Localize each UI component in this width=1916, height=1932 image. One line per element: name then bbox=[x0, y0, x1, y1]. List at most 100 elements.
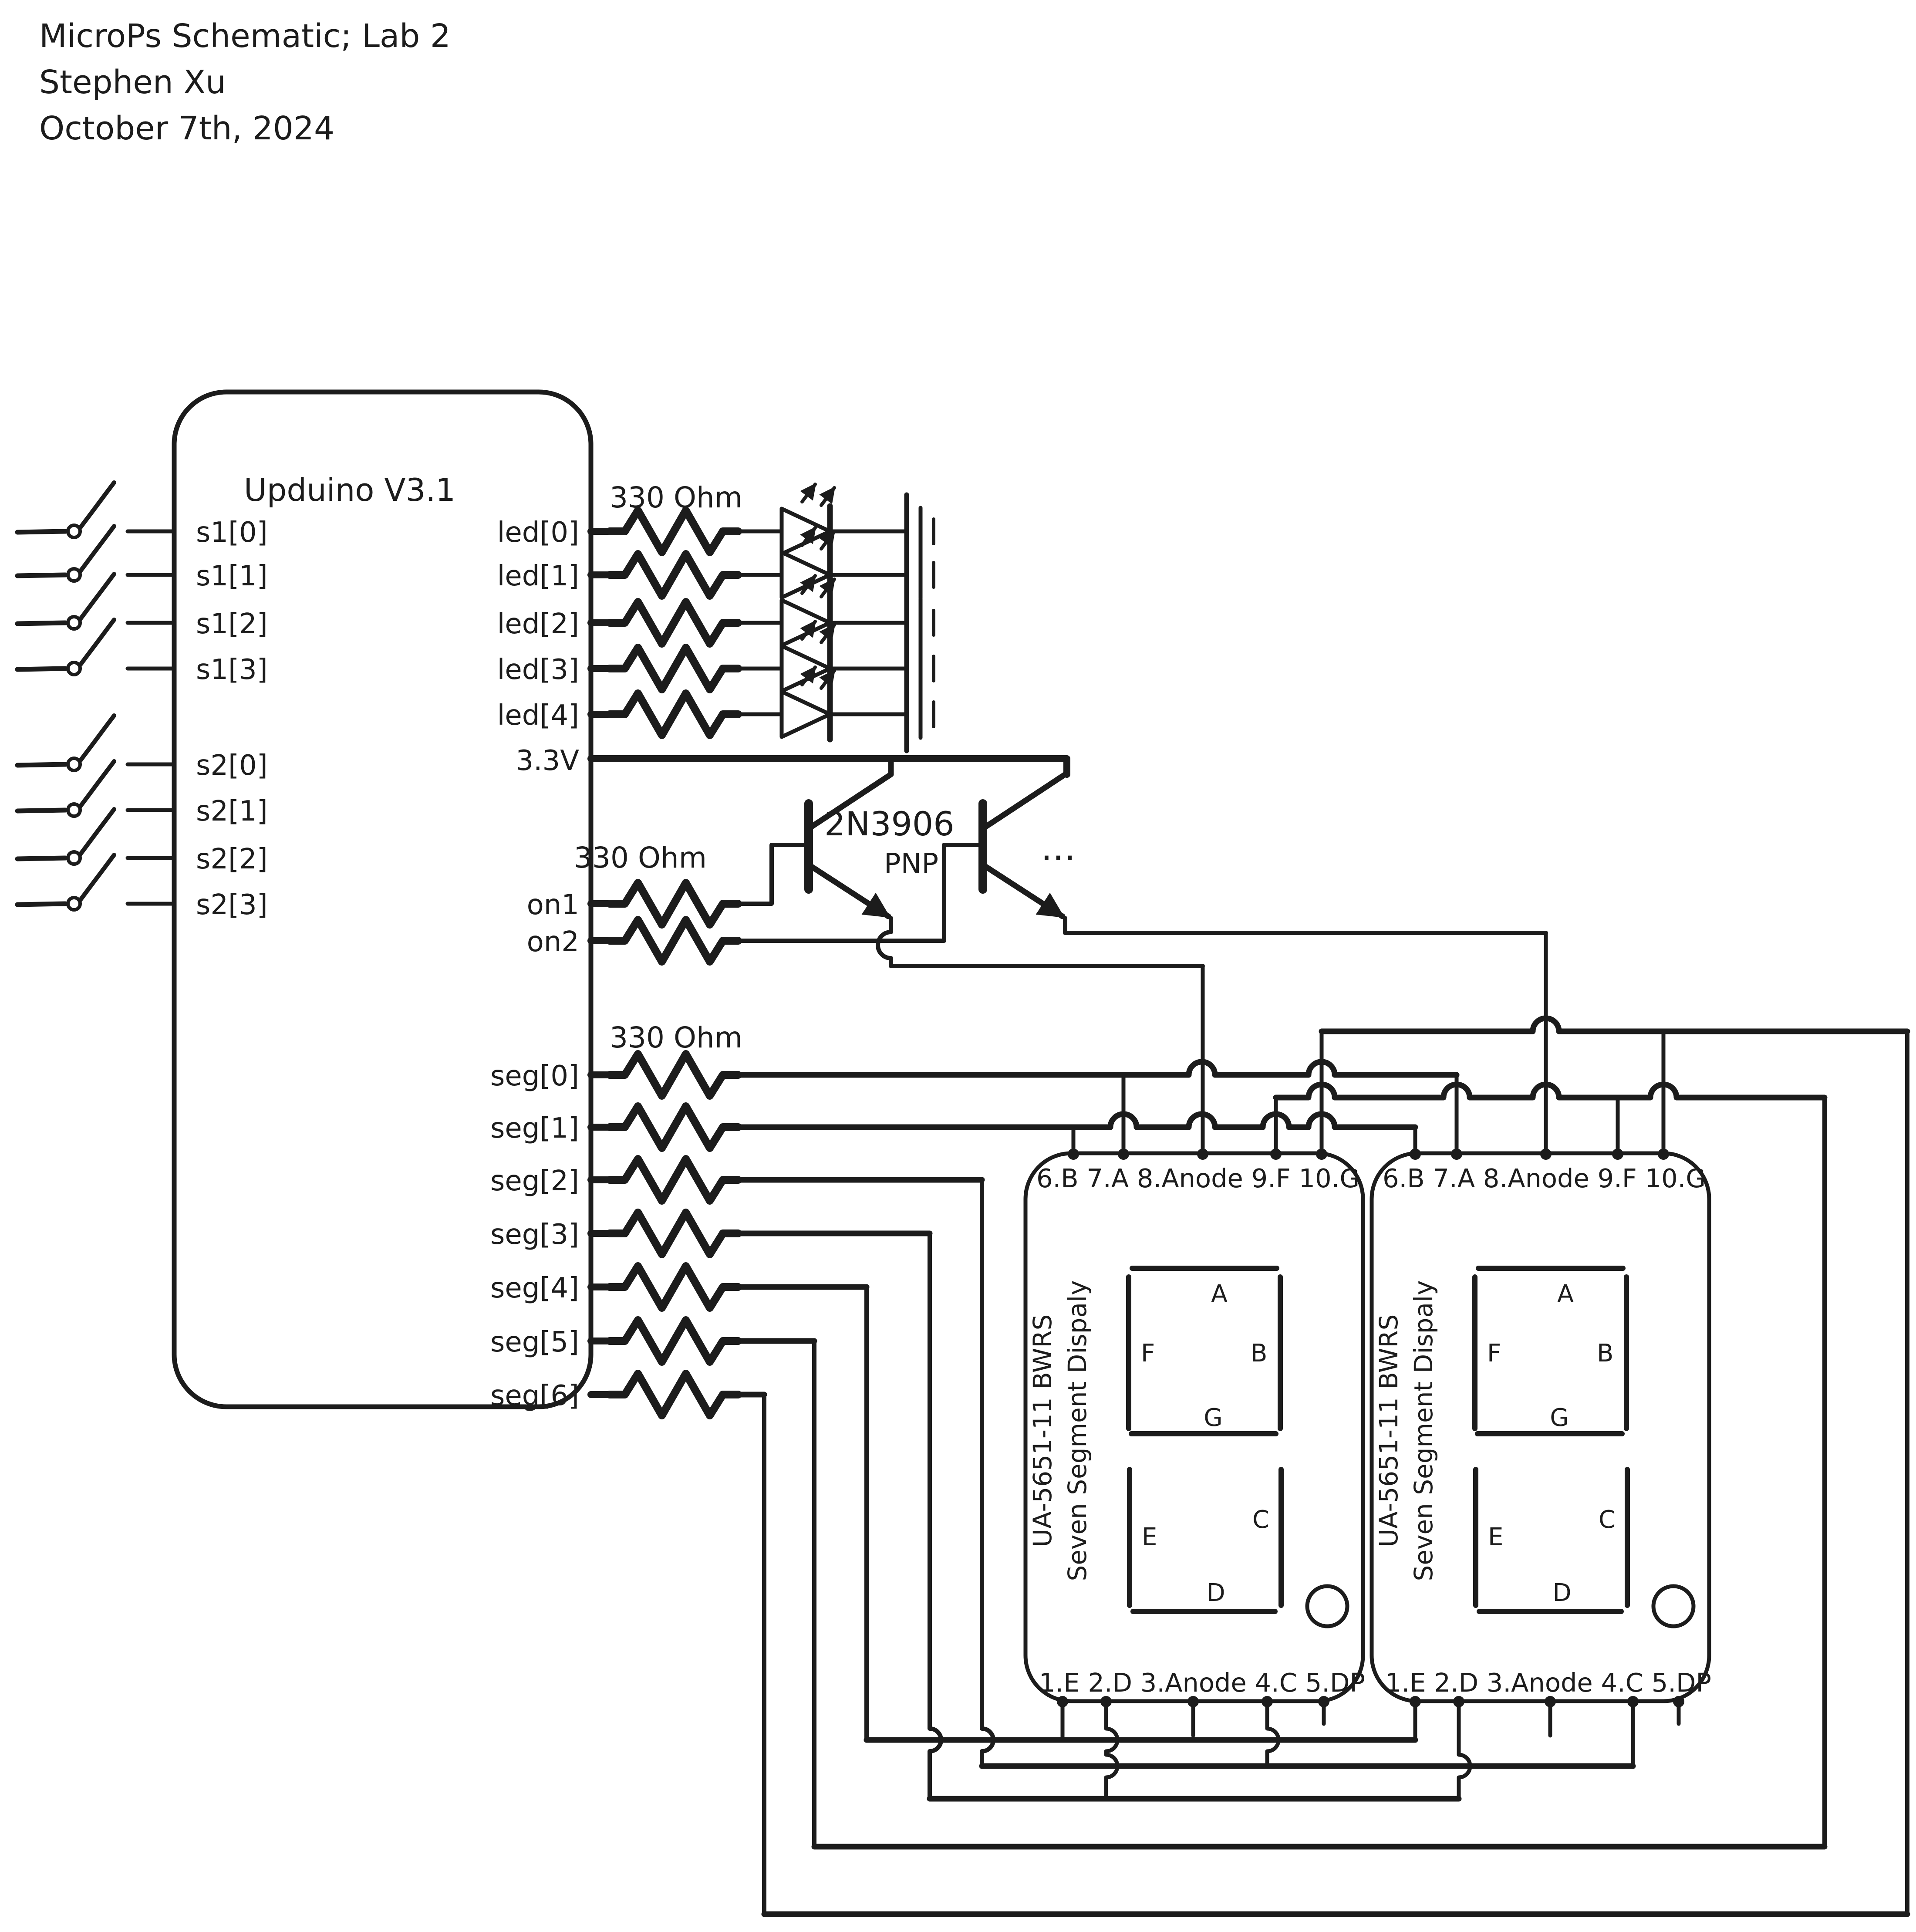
upduino-outline bbox=[172, 389, 594, 1409]
upduino-board: Upduino V3.1 s1[0] s1[1] s1[2] s1[3] s2[… bbox=[172, 389, 594, 1412]
wire-bus-segG-top bbox=[1319, 1015, 1910, 1034]
switch-icon-s1-2 bbox=[15, 572, 176, 631]
upduino-label: Upduino V3.1 bbox=[244, 472, 455, 508]
resistor-symbol bbox=[606, 507, 742, 556]
resistor-symbol bbox=[606, 916, 742, 966]
seven-segment-display-2: 6.B 7.A 8.Anode 9.F 10.G 1.E 2.D 3.Anode… bbox=[1370, 1148, 1711, 1738]
switch-icon-s1-0 bbox=[15, 480, 176, 539]
switch-icon-s2-0 bbox=[15, 713, 176, 772]
wire-bus-segB bbox=[735, 1111, 1418, 1130]
input-switches bbox=[15, 480, 176, 912]
segment-glyph: A F B G E C D bbox=[1126, 1266, 1349, 1628]
segment-bus-wiring bbox=[735, 1015, 1910, 1917]
led-channel-1 bbox=[587, 526, 935, 614]
pin-label-s1-0: s1[0] bbox=[196, 517, 268, 549]
pin-label-s2-1: s2[1] bbox=[196, 795, 268, 828]
transistor-part-number: 2N3906 bbox=[824, 804, 955, 843]
led-resistor-value: 330 Ohm bbox=[610, 481, 742, 514]
switch-icon-s2-2 bbox=[15, 807, 176, 866]
pin-label-seg-5: seg[5] bbox=[490, 1326, 579, 1358]
pin-label-seg-6: seg[6] bbox=[490, 1380, 579, 1412]
led-channel-3 bbox=[587, 620, 935, 708]
segment-label-c: C bbox=[1252, 1506, 1269, 1534]
author-name: Stephen Xu bbox=[39, 64, 226, 101]
resistor-symbol bbox=[606, 550, 742, 600]
display-pin-dots bbox=[1410, 1148, 1684, 1707]
pin-label-led-0: led[0] bbox=[497, 517, 579, 549]
led-symbol bbox=[779, 665, 836, 743]
seg-resistor-row bbox=[587, 1209, 742, 1258]
display-top-pin-labels: 6.B 7.A 8.Anode 9.F 10.G bbox=[1036, 1163, 1359, 1193]
wire-d1-pinD bbox=[1104, 1703, 1120, 1801]
display-pin-dots bbox=[1057, 1148, 1329, 1707]
segment-glyph: A F B G E C D bbox=[1472, 1266, 1696, 1628]
pin-label-seg-2: seg[2] bbox=[490, 1165, 579, 1197]
pin-label-s2-2: s2[2] bbox=[196, 843, 268, 875]
seg-resistor-row bbox=[587, 1050, 742, 1100]
wire-q1-collector bbox=[876, 916, 1205, 968]
segment-label-d: D bbox=[1552, 1579, 1571, 1607]
decimal-point bbox=[1305, 1584, 1349, 1628]
pin-label-s1-2: s1[2] bbox=[196, 608, 268, 640]
wire-d1-pinC bbox=[1265, 1703, 1281, 1768]
wire-bus-segF-top bbox=[1273, 1081, 1828, 1101]
seven-segment-display-1: 6.B 7.A 8.Anode 9.F 10.G 1.E 2.D 3.Anode… bbox=[1023, 1148, 1365, 1738]
resistor-symbol bbox=[606, 644, 742, 693]
display-subtitle: Seven Segment Dispaly bbox=[1409, 1280, 1438, 1581]
segment-label-e: E bbox=[1488, 1523, 1503, 1551]
led-channels bbox=[587, 483, 935, 753]
schematic-date: October 7th, 2024 bbox=[39, 110, 334, 147]
transistor-q1 bbox=[587, 756, 1205, 1153]
segment-label-d: D bbox=[1206, 1579, 1225, 1607]
transistor-collector-arrow bbox=[983, 864, 1066, 919]
segment-label-b: B bbox=[1251, 1339, 1267, 1368]
seg-resistor-value: 330 Ohm bbox=[610, 1021, 742, 1054]
pin-label-led-1: led[1] bbox=[497, 560, 579, 592]
pin-label-s1-1: s1[1] bbox=[196, 560, 268, 592]
pin-label-s2-3: s2[3] bbox=[196, 889, 268, 921]
pin-label-led-4: led[4] bbox=[497, 699, 579, 732]
wire-on1-base bbox=[736, 843, 811, 906]
segment-label-f: F bbox=[1141, 1339, 1155, 1368]
segment-label-f: F bbox=[1487, 1339, 1501, 1368]
transistor-type: PNP bbox=[884, 848, 938, 880]
wire-seg2-drop bbox=[980, 1178, 995, 1768]
seg-resistor-row bbox=[587, 1262, 742, 1312]
transistor-collector-arrow bbox=[809, 864, 891, 919]
pin-label-seg-4: seg[4] bbox=[490, 1272, 579, 1304]
segment-label-a: A bbox=[1211, 1280, 1228, 1308]
switch-icon-s1-3 bbox=[15, 618, 176, 676]
decimal-point bbox=[1651, 1584, 1696, 1628]
segment-label-a: A bbox=[1557, 1280, 1574, 1308]
pin-label-led-2: led[2] bbox=[497, 608, 579, 640]
pin-label-led-3: led[3] bbox=[497, 654, 579, 686]
wire-d2-pinD bbox=[1457, 1703, 1472, 1801]
display-bottom-pin-labels: 1.E 2.D 3.Anode 4.C 5.DP bbox=[1039, 1668, 1365, 1698]
pin-label-s2-0: s2[0] bbox=[196, 750, 268, 782]
segment-label-g: G bbox=[1204, 1404, 1222, 1432]
segment-label-e: E bbox=[1142, 1523, 1157, 1551]
more-transistors-ellipsis: ... bbox=[1041, 826, 1076, 869]
pin-label-seg-0: seg[0] bbox=[490, 1060, 579, 1092]
ground-icon bbox=[904, 675, 935, 753]
seg-resistor-row bbox=[587, 1316, 742, 1366]
wire-seg3-drop bbox=[928, 1231, 943, 1801]
pin-label-seg-3: seg[3] bbox=[490, 1219, 579, 1251]
resistor-symbol bbox=[606, 879, 742, 929]
wire-q2-collector bbox=[1063, 916, 1548, 935]
pin-label-on1: on1 bbox=[527, 889, 579, 921]
switch-icon-s2-3 bbox=[15, 853, 176, 912]
transistor-emitter bbox=[983, 771, 1068, 830]
wire-3v3-rail bbox=[587, 755, 1070, 778]
segment-label-c: C bbox=[1599, 1506, 1616, 1534]
seg-resistor-row bbox=[587, 1370, 742, 1419]
segment-label-b: B bbox=[1597, 1339, 1613, 1368]
on-resistor-value: 330 Ohm bbox=[574, 841, 707, 875]
led-channel-4 bbox=[587, 665, 935, 753]
switch-icon-s2-1 bbox=[15, 759, 176, 818]
display-subtitle: Seven Segment Dispaly bbox=[1063, 1280, 1092, 1581]
wire-on2-base bbox=[736, 843, 985, 943]
led-symbol bbox=[779, 483, 836, 560]
title-block: MicroPs Schematic; Lab 2 Stephen Xu Octo… bbox=[39, 17, 451, 147]
